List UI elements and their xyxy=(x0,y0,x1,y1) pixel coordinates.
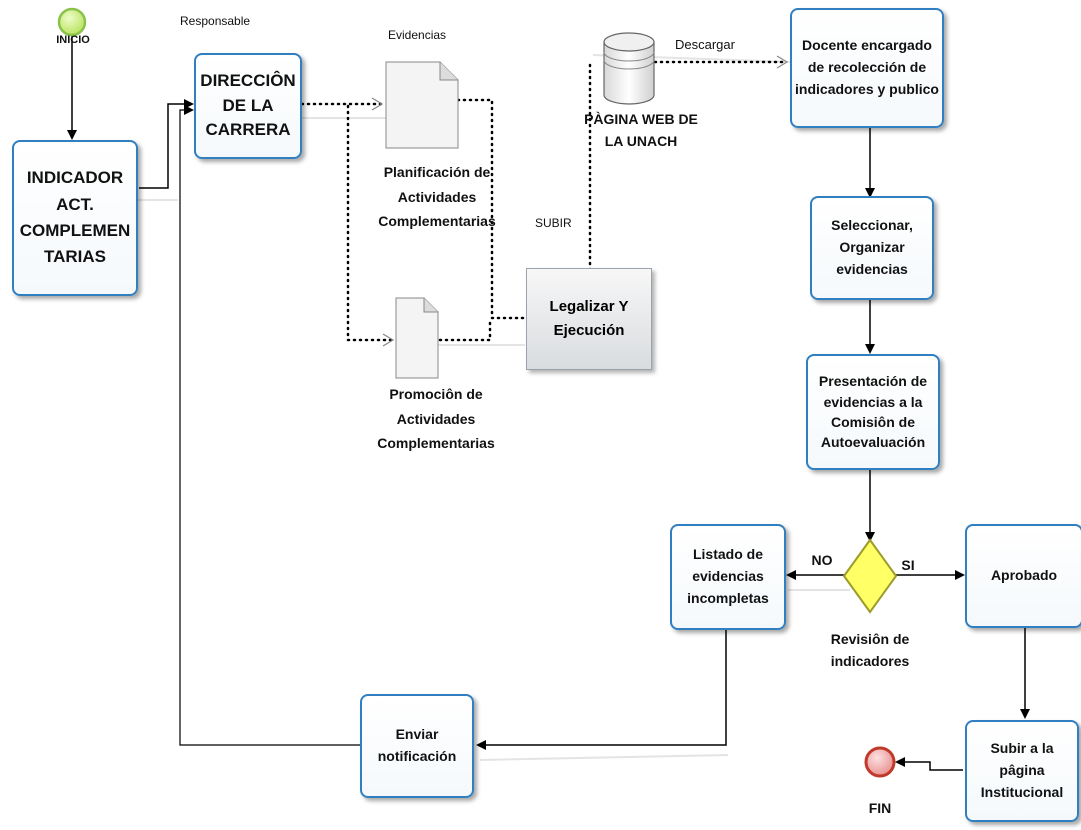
start-event xyxy=(57,7,87,37)
document-icon-planificacion xyxy=(385,61,459,149)
task-direccion[interactable]: DIRECCIÔN DE LA CARRERA xyxy=(194,53,302,159)
task-seleccionar-label: Seleccionar, Organizar evidencias xyxy=(831,217,913,277)
end-label: FIN xyxy=(868,800,892,816)
task-enviar-label: Enviar notificación xyxy=(377,726,457,764)
task-seleccionar[interactable]: Seleccionar, Organizar evidencias xyxy=(810,196,934,300)
task-listado-label: Listado de evidencias incompletas xyxy=(687,546,769,606)
database-icon xyxy=(603,32,655,105)
no-label: NO xyxy=(811,552,833,568)
task-aprobado-label: Aprobado xyxy=(990,567,1058,584)
document-label-planificacion: Planificación de Actividades Complementa… xyxy=(378,164,496,229)
start-label: INICIO xyxy=(56,34,90,46)
edge-enviar-direccion xyxy=(179,105,360,746)
gateway-label: Revisiôn de indicadores xyxy=(830,631,910,670)
task-presentacion-label: Presentación de evidencias a la Comisiôn… xyxy=(818,373,928,451)
edge-subir-fin xyxy=(895,757,963,771)
task-enviar[interactable]: Enviar notificación xyxy=(360,694,474,798)
task-aprobado[interactable]: Aprobado xyxy=(965,524,1081,628)
web-page-label: PÀGINA WEB DE LA UNACH xyxy=(584,111,698,150)
gateway-diamond xyxy=(842,538,898,614)
assoc-planificacion-legalizar xyxy=(456,98,527,320)
si-label: SI xyxy=(901,557,915,573)
task-legalizar[interactable]: Legalizar Y Ejecución xyxy=(526,268,652,370)
task-legalizar-label: Legalizar Y Ejecución xyxy=(549,298,629,339)
task-presentacion[interactable]: Presentación de evidencias a la Comisiôn… xyxy=(806,354,940,470)
task-listado[interactable]: Listado de evidencias incompletas xyxy=(670,524,786,630)
edge-indicador-direccion xyxy=(139,99,194,189)
responsable-label: Responsable xyxy=(180,14,251,28)
task-direccion-label: DIRECCIÔN DE LA CARRERA xyxy=(200,71,296,140)
assoc-promocion-legalizar xyxy=(438,318,492,342)
task-docente-label: Docente encargado de recolección de indi… xyxy=(795,37,939,97)
task-subir-pagina-label: Subir a la pâgina Institucional xyxy=(980,740,1064,800)
descargar-label: Descargar xyxy=(675,37,735,52)
document-label-promocion: Promociôn de Actividades Complementarias xyxy=(377,386,495,451)
assoc-direccion-promocion xyxy=(346,104,395,342)
task-docente[interactable]: Docente encargado de recolección de indi… xyxy=(790,8,944,128)
end-event xyxy=(864,746,896,778)
subir-label: SUBIR xyxy=(535,216,572,230)
document-icon-promocion xyxy=(395,297,439,379)
task-subir-pagina[interactable]: Subir a la pâgina Institucional xyxy=(965,720,1079,822)
edge-listado-enviar xyxy=(476,630,727,750)
evidencias-label: Evidencias xyxy=(388,28,447,42)
task-indicador[interactable]: INDICADOR ACT. COMPLEMEN TARIAS xyxy=(12,140,138,296)
task-indicador-label: INDICADOR ACT. COMPLEMEN TARIAS xyxy=(19,168,131,267)
